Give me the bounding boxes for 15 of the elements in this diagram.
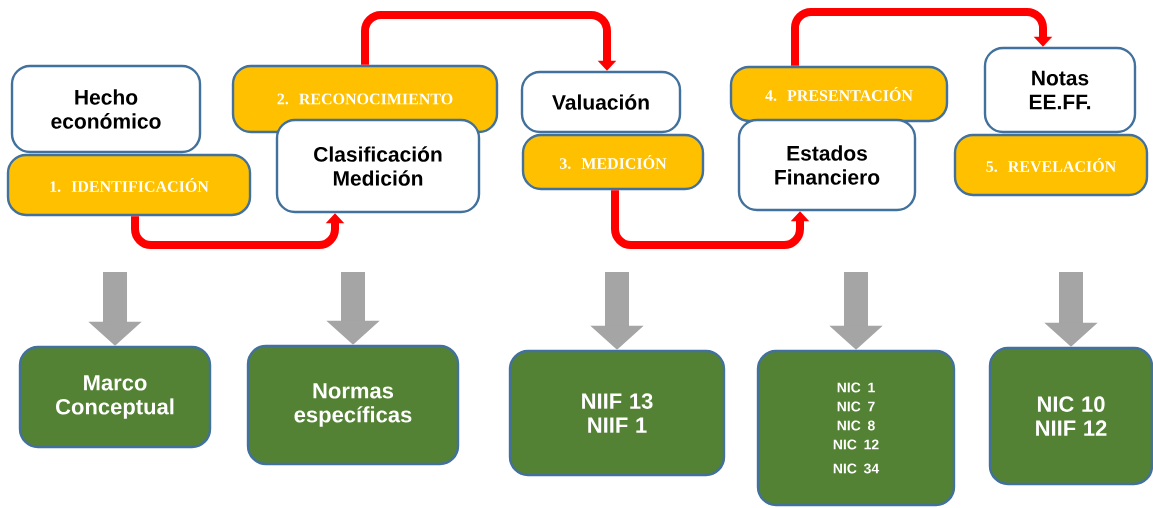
standards-box: Marco Conceptual: [18, 345, 212, 449]
step-box: 1. IDENTIFICACIÓN: [6, 153, 252, 217]
process-box: Clasificación Medición: [275, 118, 481, 214]
standards-box: Normas específicas: [246, 344, 460, 466]
step-box: 5. REVELACIÓN: [953, 133, 1149, 197]
flow-arrow: [361, 11, 617, 71]
process-box: Valuación: [520, 70, 682, 134]
process-box: Estados Financiero: [737, 118, 917, 212]
process-box: Hecho económico: [10, 64, 202, 154]
step-box: 4. PRESENTACIÓN: [729, 65, 949, 123]
standards-box: NIIF 13 NIIF 1: [508, 349, 726, 477]
standards-box: NIC 1 NIC 7 NIC 8 NIC 12 NIC 34: [756, 349, 956, 507]
step-box: 3. MEDICIÓN: [521, 133, 705, 191]
standards-box: NIC 10 NIIF 12: [988, 346, 1153, 486]
process-box: Notas EE.FF.: [983, 46, 1137, 134]
